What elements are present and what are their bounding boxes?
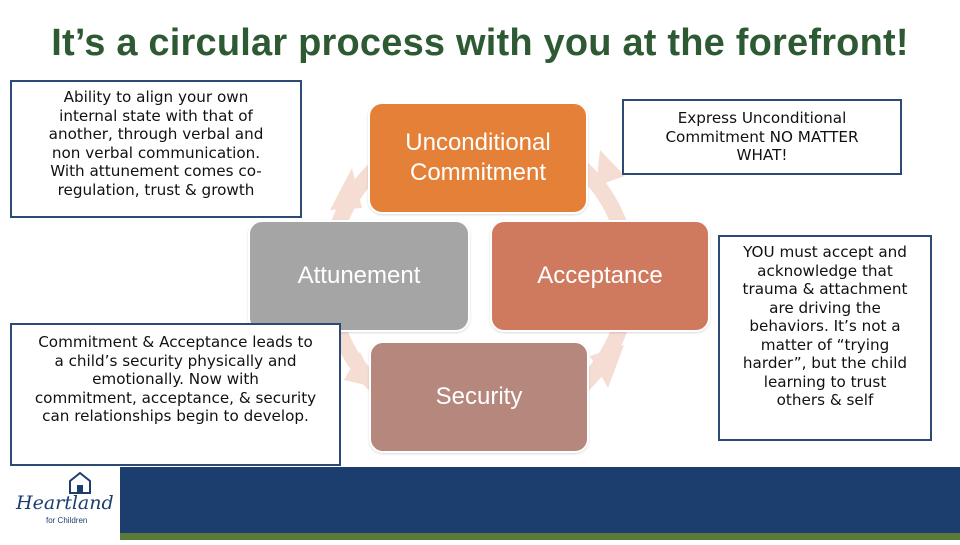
footer-band <box>0 467 960 540</box>
cycle-block-acceptance: Acceptance <box>490 220 710 332</box>
footer-strip <box>0 533 960 540</box>
cycle-label-security: Security <box>435 383 523 410</box>
cycle-arrowhead-bottom-right <box>590 345 624 388</box>
logo-tagline: for Children <box>46 516 88 525</box>
note-attunement: Ability to align your own internal state… <box>10 80 302 218</box>
note-acceptance: YOU must accept and acknowledge that tra… <box>718 235 932 441</box>
note-commitment-text: Express Unconditional Commitment NO MATT… <box>665 109 859 165</box>
cycle-label-acceptance: Acceptance <box>537 262 663 289</box>
cycle-block-commitment: Unconditional Commitment <box>368 102 588 214</box>
logo-name: Heartland <box>16 492 114 514</box>
cycle-block-attunement: Attunement <box>248 220 470 332</box>
note-commitment: Express Unconditional Commitment NO MATT… <box>622 99 902 175</box>
house-icon <box>69 471 91 494</box>
cycle-arrowhead-left <box>330 168 362 210</box>
cycle-block-security: Security <box>369 341 589 453</box>
cycle-label-attunement: Attunement <box>297 262 421 289</box>
note-acceptance-text: YOU must accept and acknowledge that tra… <box>742 243 908 410</box>
note-attunement-text: Ability to align your own internal state… <box>48 88 264 199</box>
cycle-arrowhead-top-right <box>596 150 625 186</box>
logo <box>0 467 120 540</box>
note-security-text: Commitment & Acceptance leads to a child… <box>34 333 317 426</box>
slide-title: It’s a circular process with you at the … <box>51 22 909 64</box>
note-security: Commitment & Acceptance leads to a child… <box>10 323 341 466</box>
cycle-label-commitment: Unconditional Commitment <box>405 129 551 186</box>
